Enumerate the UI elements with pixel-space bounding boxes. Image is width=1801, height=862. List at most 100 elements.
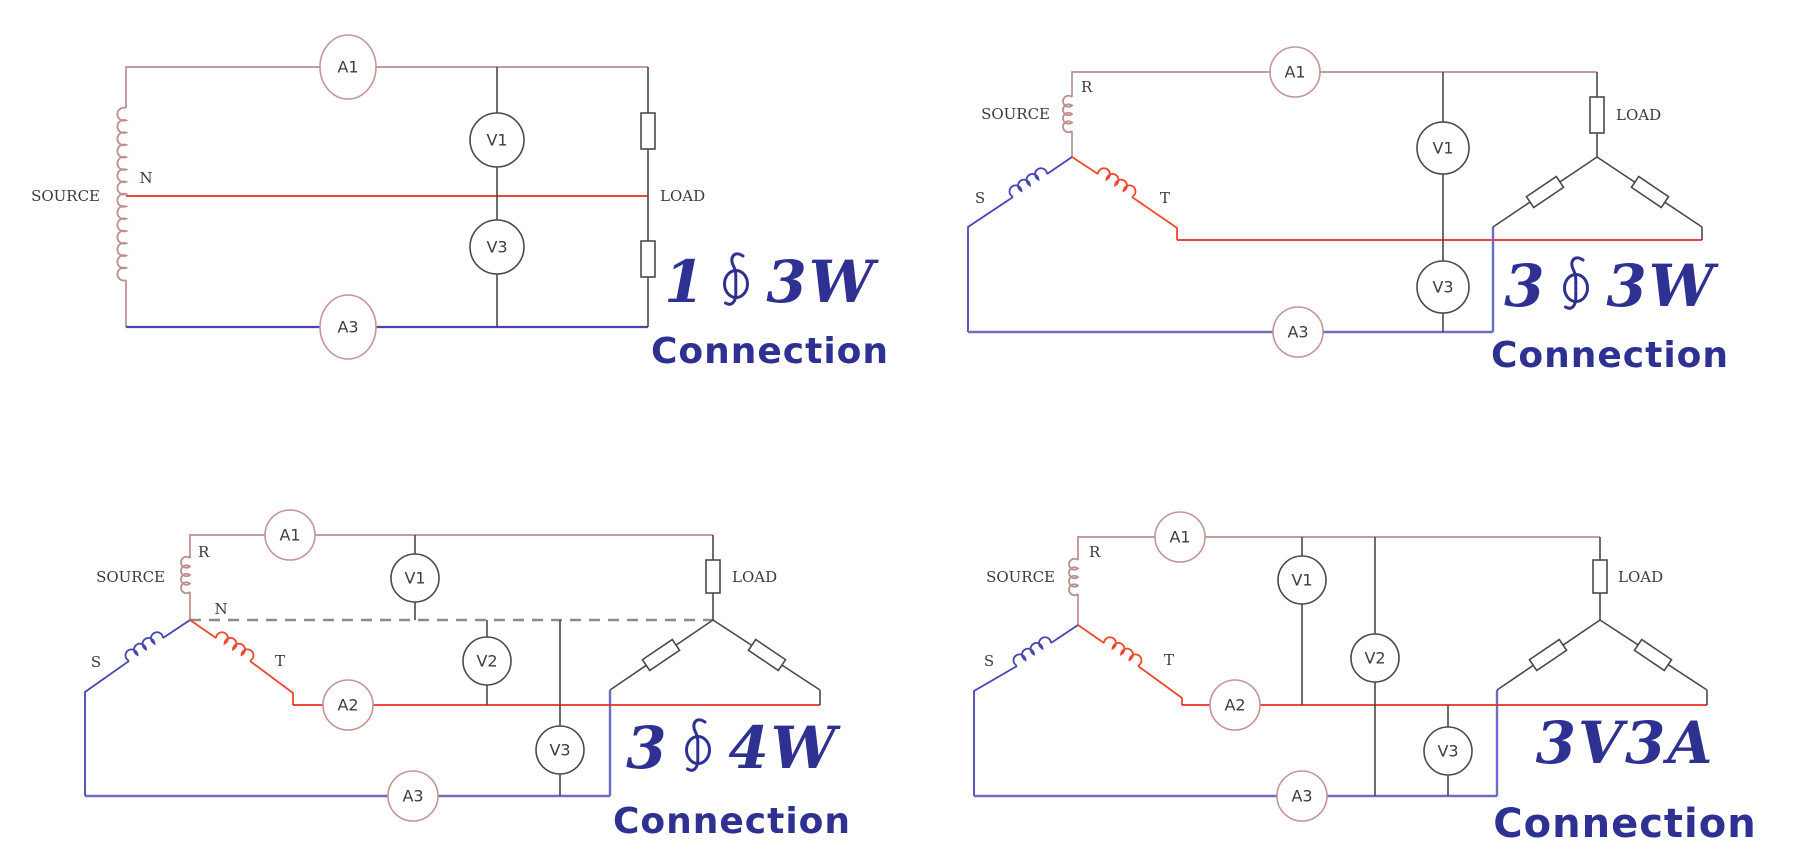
phi-symbol-icon xyxy=(1563,256,1590,310)
load-resistor-right xyxy=(747,638,787,672)
load-label: LOAD xyxy=(1616,106,1661,124)
t-phase-down-wire xyxy=(249,660,294,705)
voltmeter-v1: V1 xyxy=(1277,555,1327,605)
ammeter-a2-label: A2 xyxy=(337,695,358,714)
load-label: LOAD xyxy=(1618,568,1663,586)
voltmeter-v3-circle xyxy=(469,219,525,275)
s-phase-down-wire xyxy=(967,196,1014,332)
ammeter-a2-circle xyxy=(322,679,374,731)
r-phase-label: R xyxy=(1081,78,1093,96)
r-phase-coil xyxy=(1062,94,1074,134)
ammeter-a3: A3 xyxy=(1276,770,1328,822)
voltmeter-v2-label: V2 xyxy=(476,651,497,670)
s-phase-down-wire xyxy=(84,660,130,796)
ammeter-a3: A3 xyxy=(319,294,377,360)
voltmeter-v1-circle xyxy=(390,553,440,603)
ammeter-a2-circle xyxy=(1209,679,1261,731)
wires-1p3w xyxy=(116,66,649,329)
r-phase-top-wire xyxy=(189,534,713,558)
load-resistor-left xyxy=(641,638,681,672)
voltmeter-v3: V3 xyxy=(1416,260,1470,314)
phi-symbol-icon xyxy=(685,718,712,772)
voltmeter-v1-circle xyxy=(469,112,525,168)
title-3p4w-connection: Connection xyxy=(612,801,852,842)
ammeter-a3-label: A3 xyxy=(1287,322,1308,341)
ammeter-a3-label: A3 xyxy=(337,317,358,336)
wye-load-arms xyxy=(1496,619,1708,705)
voltmeter-v3-label: V3 xyxy=(486,237,507,256)
ammeter-a2-label: A2 xyxy=(1224,695,1245,714)
r-phase-coil xyxy=(180,555,192,595)
t-phase-coil xyxy=(215,631,255,662)
title-3v3a-connection: Connection xyxy=(1493,801,1757,847)
load-resistor-top xyxy=(1589,96,1605,134)
s-phase-coil xyxy=(124,631,164,662)
load-resistor-lower xyxy=(640,240,656,278)
s-phase-lead xyxy=(1050,624,1079,644)
t-phase-coil xyxy=(1097,167,1137,198)
voltmeter-v1-circle xyxy=(1277,555,1327,605)
t-phase-label: T xyxy=(1164,651,1174,669)
s-phase-lead xyxy=(162,619,191,639)
r-phase-top-wire xyxy=(1071,71,1597,97)
voltmeter-v3-circle xyxy=(1416,260,1470,314)
voltmeter-v1: V1 xyxy=(469,112,525,168)
voltmeter-v3-circle xyxy=(535,725,585,775)
ammeter-a1-circle xyxy=(1269,46,1321,98)
ammeter-a1-label: A1 xyxy=(1169,527,1190,546)
ammeter-a2: A2 xyxy=(1209,679,1261,731)
load-resistors xyxy=(1525,96,1670,209)
diagram-3-phase-4-wire: A1 A2 A3 V1 V2 V3 SOURCE R N S T LOAD xyxy=(84,509,821,822)
diagram-1-phase-3-wire: A1 A3 V1 V3 SOURCE N LOAD xyxy=(31,34,705,360)
title-3v3a-phrase: 3V3A xyxy=(1536,714,1715,772)
ammeter-a1: A1 xyxy=(319,34,377,100)
load-resistors xyxy=(1528,559,1673,672)
ammeter-a3: A3 xyxy=(387,770,439,822)
title-3v3a: 3V3A Connection xyxy=(1465,714,1785,844)
title-3v3a-text: 3V3A xyxy=(1535,709,1715,777)
s-phase-coil xyxy=(1012,636,1052,667)
ammeter-a1-circle xyxy=(264,509,316,561)
load-resistors xyxy=(641,559,787,672)
source-label: SOURCE xyxy=(31,187,100,205)
r-phase-label: R xyxy=(1089,543,1101,561)
t-phase-lead xyxy=(189,619,217,639)
r-phase-label: R xyxy=(198,543,210,561)
title-1p3w: 1 3W Connection xyxy=(620,250,920,370)
ammeter-a1-label: A1 xyxy=(1284,62,1305,81)
t-phase-label: T xyxy=(1160,189,1170,207)
title-1p3w-number: 1 xyxy=(664,248,707,316)
r-phase-coil xyxy=(1068,557,1080,597)
ammeter-a1-circle xyxy=(1154,511,1206,563)
title-3p3w-number: 3 xyxy=(1504,252,1547,320)
load-resistor-left xyxy=(1525,175,1565,209)
load-resistor-top xyxy=(705,559,721,594)
t-phase-down-wire xyxy=(1137,665,1183,705)
ammeter-a3-circle xyxy=(1272,306,1324,358)
voltmeter-v3: V3 xyxy=(535,725,585,775)
voltmeter-v2-circle xyxy=(462,636,512,686)
load-resistors xyxy=(640,112,656,278)
source-label: SOURCE xyxy=(986,568,1055,586)
ammeter-a3-circle xyxy=(387,770,439,822)
title-3p3w-connection: Connection xyxy=(1490,335,1730,376)
ammeter-a3-label: A3 xyxy=(1291,786,1312,805)
t-phase-lead xyxy=(1077,624,1105,644)
t-phase-label: T xyxy=(275,652,285,670)
s-phase-coil xyxy=(1008,167,1048,198)
load-label: LOAD xyxy=(732,568,777,586)
title-1p3w-wires: 3W xyxy=(766,248,876,316)
load-resistor-right xyxy=(1633,638,1673,672)
ammeter-a1: A1 xyxy=(1154,511,1206,563)
t-phase-down-wire xyxy=(1131,196,1178,240)
voltmeter-v3: V3 xyxy=(469,219,525,275)
voltmeter-v3-circle xyxy=(1423,726,1473,776)
title-3p4w-wires: 4W xyxy=(728,714,838,782)
title-3p4w-number: 3 xyxy=(626,714,669,782)
ammeter-a3-label: A3 xyxy=(402,786,423,805)
ammeter-a3-circle xyxy=(1276,770,1328,822)
voltmeter-v1-label: V1 xyxy=(1432,138,1453,157)
s-phase-label: S xyxy=(984,652,994,670)
title-1p3w-phrase: 1 3W xyxy=(664,250,876,314)
load-resistor-top xyxy=(1592,559,1608,594)
